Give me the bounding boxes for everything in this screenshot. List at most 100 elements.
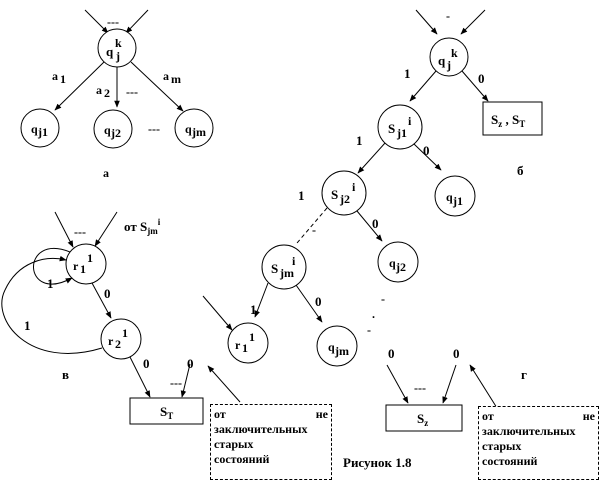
edge-in-left <box>84 9 109 34</box>
node-sjm: S jm i <box>261 244 307 290</box>
edge-b-1 <box>409 70 437 102</box>
svg-text:j1: j1 <box>37 125 48 139</box>
box-st: ST <box>129 397 204 425</box>
svg-text:1: 1 <box>242 341 248 355</box>
svg-text:j1: j1 <box>396 126 407 140</box>
svg-text:a: a <box>96 83 102 97</box>
svg-text:j1: j1 <box>452 194 463 208</box>
svg-text:0: 0 <box>388 346 395 361</box>
svg-text:1: 1 <box>298 188 305 203</box>
edge-in-sz-right <box>442 364 457 404</box>
edge-sj2-1 <box>296 207 328 244</box>
edge-in-st <box>180 363 191 398</box>
edge-in-right <box>125 9 149 34</box>
panel-v-label: в <box>62 367 69 382</box>
node-top-a: q k j <box>97 28 137 68</box>
svg-text:0: 0 <box>372 216 379 231</box>
svg-text:1: 1 <box>80 262 86 276</box>
edge-am <box>130 61 184 112</box>
edge-label-a1: a 1 <box>52 69 66 86</box>
edge-in-r1-left <box>54 211 74 248</box>
edge-in-sz-left <box>386 364 409 404</box>
svg-text:-: - <box>381 292 385 306</box>
svg-text:0: 0 <box>104 286 111 301</box>
svg-text:1: 1 <box>87 251 93 265</box>
svg-text:j2: j2 <box>395 260 406 274</box>
svg-text:j2: j2 <box>110 126 121 140</box>
panel-g: 1 0 r 1 1 q jm - . - 0 0 --- Sz г <box>202 282 527 432</box>
edge-from-note-g <box>469 364 498 409</box>
dots-v: --- <box>74 225 86 239</box>
edge-in-right-b <box>460 9 486 35</box>
svg-text:jm: jm <box>279 266 294 280</box>
node-r2-v: r 2 1 <box>100 318 142 360</box>
svg-text:1: 1 <box>122 326 128 340</box>
svg-text:---: --- <box>170 376 182 390</box>
svg-text:q: q <box>389 256 396 270</box>
svg-text:-: - <box>446 9 450 23</box>
svg-text:q: q <box>104 123 111 137</box>
edge-label-am: a m <box>163 69 181 86</box>
panel-g-label: г <box>521 367 527 382</box>
svg-text:0: 0 <box>423 143 430 158</box>
svg-text:i: i <box>408 114 412 128</box>
node-sj1: S j1 i <box>377 104 423 150</box>
svg-text:k: k <box>451 46 458 60</box>
svg-text:1: 1 <box>47 276 54 291</box>
svg-text:j: j <box>446 58 451 72</box>
svg-text:jm: jm <box>191 125 206 139</box>
edge-label-b-0: 0 <box>478 71 485 86</box>
svg-text:i: i <box>292 254 296 268</box>
edge-r2-st <box>129 356 151 398</box>
edge-sjm-1 <box>254 282 269 318</box>
edge-b-0 <box>461 70 489 102</box>
figure-caption: Рисунок 1.8 <box>343 455 412 470</box>
svg-text:1: 1 <box>356 133 363 148</box>
panel-v: --- от Sjmi r 1 1 1 0 r 2 1 1 0 <box>1 211 241 425</box>
edge-from-note-v <box>207 365 241 403</box>
svg-text:k: k <box>115 36 122 50</box>
loop-r1-self <box>33 248 73 285</box>
edge-label-a2: a 2 <box>96 83 110 100</box>
svg-text:a: a <box>52 69 58 83</box>
node-qj2-a: q j2 <box>93 109 133 149</box>
dots-children-a: --- <box>148 122 160 136</box>
svg-text:j2: j2 <box>339 192 350 206</box>
svg-text:jm: jm <box>334 344 349 358</box>
node-qj1-a: q j1 <box>20 108 60 148</box>
panel-a-label: а <box>103 166 109 180</box>
svg-text:j: j <box>115 49 120 63</box>
box-sz: Sz <box>385 404 463 432</box>
node-qjm-a: q jm <box>174 108 214 148</box>
svg-text:q: q <box>31 122 38 136</box>
svg-text:2: 2 <box>104 86 110 100</box>
node-qjm-g: q jm <box>316 325 358 367</box>
svg-text:a: a <box>163 69 169 83</box>
svg-text:Sz , ST: Sz , ST <box>491 112 525 129</box>
loop-r2-to-r1 <box>1 255 103 354</box>
svg-text:q: q <box>106 44 114 59</box>
svg-text:1: 1 <box>60 72 66 86</box>
from-sjm-label: от Sjmi <box>124 217 161 236</box>
svg-text:1: 1 <box>250 302 257 317</box>
panel-a: --- q k j a 1 a 2 --- a m q j1 <box>20 9 214 180</box>
edge-a1 <box>54 61 105 111</box>
svg-text:i: i <box>352 180 356 194</box>
svg-text:-: - <box>312 223 316 237</box>
svg-text:2: 2 <box>115 337 121 351</box>
node-sj2: S j2 i <box>321 170 367 216</box>
svg-text:r: r <box>235 338 241 352</box>
dots-top-a: --- <box>107 15 119 29</box>
svg-text:r: r <box>108 334 114 348</box>
node-r1-g: r 1 1 <box>227 322 269 364</box>
svg-text:0: 0 <box>315 294 322 309</box>
panel-b-label: б <box>517 163 524 178</box>
svg-text:ST: ST <box>160 404 173 421</box>
edge-r1-r2 <box>91 282 112 319</box>
edge-in-left-b <box>415 9 438 35</box>
edge-in-r1-g <box>202 295 233 331</box>
svg-text:.: . <box>372 307 375 321</box>
